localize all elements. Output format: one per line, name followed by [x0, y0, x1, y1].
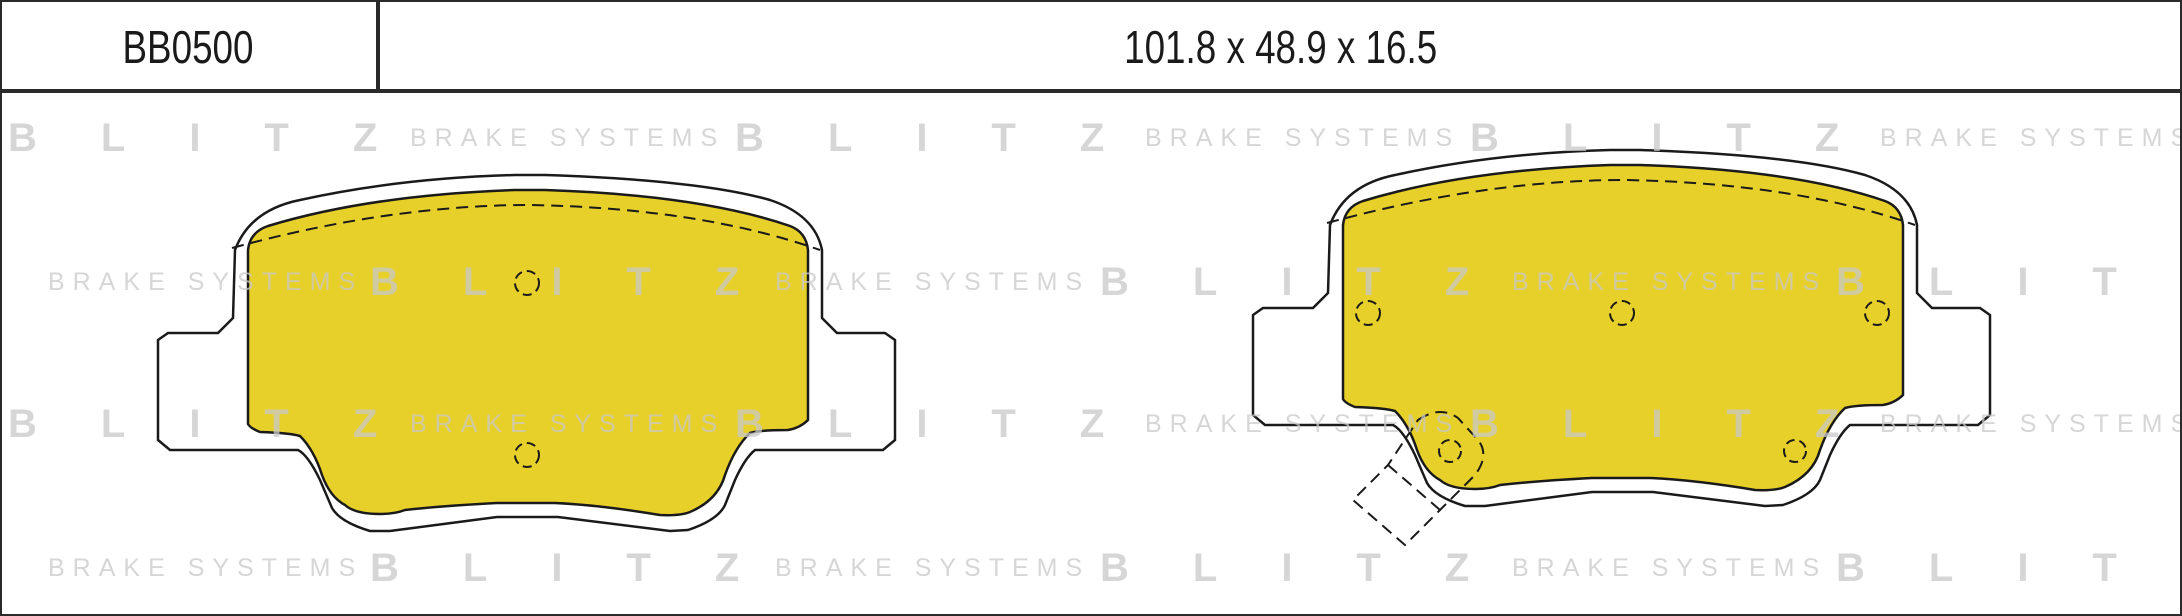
- pad-right: [1251, 148, 1992, 547]
- pin-hole: [1864, 300, 1890, 326]
- part-number: BB0500: [122, 20, 254, 73]
- pin-hole: [1609, 300, 1635, 326]
- wear-sensor-outline: [1351, 411, 1485, 547]
- pin-hole: [514, 442, 540, 468]
- dimensions-text: 101.8 x 48.9 x 16.5: [1124, 20, 1438, 73]
- dimensions: 101.8 x 48.9 x 16.5: [380, 0, 2182, 93]
- header-bar: [0, 0, 2182, 93]
- pad-left: [156, 173, 897, 533]
- pin-hole: [1355, 300, 1381, 326]
- pin-hole: [514, 270, 540, 296]
- header-divider: [376, 0, 380, 93]
- pin-hole: [1783, 439, 1807, 463]
- pin-hole: [1438, 439, 1462, 463]
